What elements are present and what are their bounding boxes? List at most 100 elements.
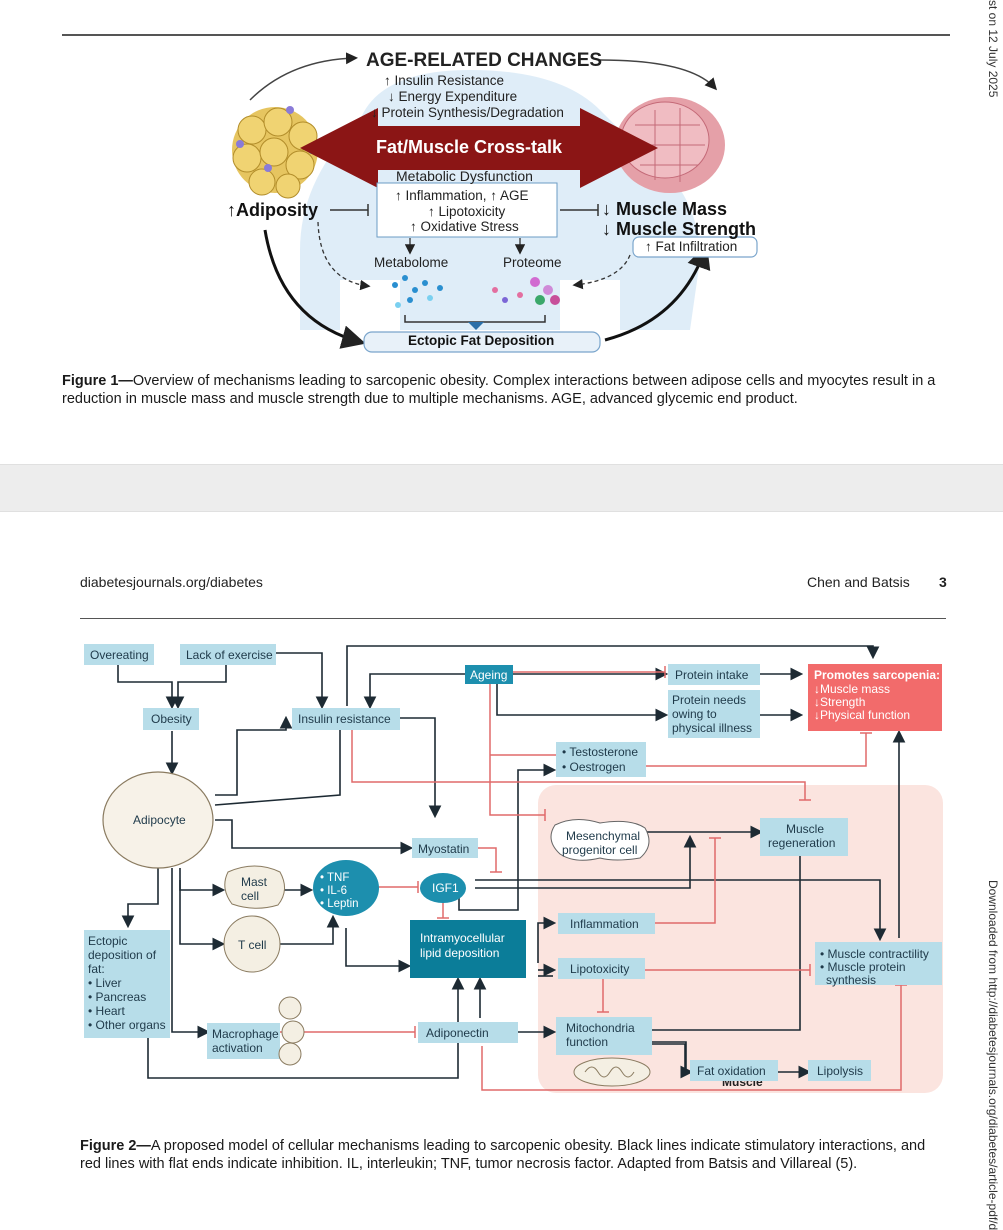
fat-infiltration-label: ↑ Fat Infiltration — [645, 239, 738, 254]
crosstalk-arrow — [300, 108, 658, 188]
imcl-box — [410, 920, 526, 978]
dysfunction-title: Metabolic Dysfunction — [396, 168, 533, 184]
dashed-left — [317, 221, 371, 291]
ectopic-box — [363, 331, 601, 353]
ectopic-line-2: deposition of — [88, 948, 157, 962]
fat-oxidation-label: Fat oxidation — [697, 1064, 766, 1078]
ageing-label: Ageing — [470, 668, 507, 682]
protein-needs-box — [668, 690, 760, 738]
promotes-item-3: ↓Physical function — [814, 708, 910, 722]
igf1-oval — [420, 873, 466, 903]
hormone-1: • Testosterone — [562, 745, 638, 759]
figure-1-caption: Figure 1—Overview of mechanisms leading … — [62, 372, 942, 408]
insulin-resistance-box — [292, 708, 400, 730]
mito-line-1: Mitochondria — [566, 1021, 635, 1035]
contractility-line-2: • Muscle protein — [820, 960, 906, 974]
header-rule — [80, 618, 946, 619]
arc-right-top — [599, 59, 718, 91]
fig1-change-2: ↓ Energy Expenditure — [388, 89, 518, 104]
figure-2-diagram: Muscle — [84, 644, 943, 1093]
ectopic-line-6: • Heart — [88, 1004, 126, 1018]
macrophage-line-1: Macrophage — [212, 1027, 279, 1041]
ectopic-line-5: • Pancreas — [88, 990, 146, 1004]
dysfunction-box — [376, 182, 558, 238]
ectopic-box — [84, 930, 170, 1038]
lipolysis-box — [808, 1060, 871, 1081]
insulin-resistance-label: Insulin resistance — [298, 712, 391, 726]
metabolome-label: Metabolome — [374, 255, 449, 270]
proteome-image — [492, 277, 560, 305]
inflammation-box — [558, 913, 655, 934]
contractility-box — [815, 942, 942, 985]
adipocyte-label: Adipocyte — [133, 813, 186, 827]
overeating-label: Overeating — [90, 648, 149, 662]
page-separator — [0, 464, 1003, 512]
figure-1: AGE-RELATED CHANGES ↑ Insulin Resistance… — [0, 0, 1003, 470]
protein-needs-line-1: Protein needs — [672, 693, 746, 707]
macrophage-line-2: activation — [212, 1041, 263, 1055]
hormones-box — [556, 742, 646, 777]
ectopic-line-3: fat: — [88, 962, 105, 976]
lipotoxicity-box — [558, 958, 645, 979]
tcell-label: T cell — [238, 938, 266, 952]
dysfunction-item-1: ↑ Inflammation, ↑ AGE — [395, 188, 529, 203]
mast-cell-line-1: Mast — [241, 875, 268, 889]
figure-2-caption-text: A proposed model of cellular mechanisms … — [80, 1138, 926, 1172]
inflammation-label: Inflammation — [570, 917, 639, 931]
cytokine-1: • TNF — [320, 872, 349, 884]
fig1-change-1: ↑ Insulin Resistance — [384, 73, 505, 88]
page-number: 3 — [939, 574, 947, 590]
crosstalk-label: Fat/Muscle Cross-talk — [376, 137, 563, 157]
obesity-label: Obesity — [151, 712, 192, 726]
obesity-box — [143, 708, 199, 730]
figure-1-caption-label: Figure 1— — [62, 373, 133, 389]
mast-cell-line-2: cell — [241, 889, 259, 903]
myostatin-label: Myostatin — [418, 842, 469, 856]
protein-needs-line-2: owing to — [672, 707, 717, 721]
protein-intake-box — [668, 664, 760, 685]
mesenchymal-cell — [550, 819, 650, 861]
figure-2-caption-label: Figure 2— — [80, 1138, 151, 1154]
lipolysis-label: Lipolysis — [817, 1064, 863, 1078]
promotes-item-1: ↓Muscle mass — [814, 682, 890, 696]
cytokines-oval — [313, 860, 379, 916]
adiposity-label: ↑Adiposity — [227, 200, 319, 220]
adiponectin-label: Adiponectin — [426, 1026, 489, 1040]
hormone-2: • Oestrogen — [562, 760, 626, 774]
adipose-cells-image — [232, 106, 318, 199]
muscle-tissue-image — [615, 97, 725, 193]
figure-1-caption-text: Overview of mechanisms leading to sarcop… — [62, 373, 936, 407]
arc-left-top — [249, 52, 358, 101]
contractility-line-1: • Muscle contractility — [820, 947, 929, 961]
igf1-label: IGF1 — [432, 881, 459, 895]
mitochondrion-icon — [573, 1057, 651, 1087]
imcl-line-1: Intramyocellular — [420, 931, 505, 945]
macrophage-cells — [278, 996, 305, 1066]
fat-infiltration-box — [632, 236, 758, 258]
authors: Chen and Batsis — [807, 574, 910, 590]
adiponectin-box — [418, 1022, 518, 1043]
promotes-item-2: ↓Strength — [814, 695, 865, 709]
contractility-line-3: synthesis — [826, 973, 876, 987]
stimulatory-lines — [117, 645, 906, 1079]
mast-cell — [224, 865, 285, 909]
promotes-box — [808, 664, 942, 731]
macrophage-box — [207, 1023, 280, 1059]
figure-1-diagram — [232, 52, 758, 353]
dysfunction-item-3: ↑ Oxidative Stress — [410, 219, 519, 234]
dashed-right — [572, 254, 631, 290]
lack-exercise-box — [180, 644, 276, 665]
muscle-regen-line-2: regeneration — [768, 836, 835, 850]
mito-box — [556, 1017, 652, 1055]
ageing-box — [465, 665, 513, 684]
arc-bottom-right — [604, 244, 711, 342]
promotes-title: Promotes sarcopenia: — [814, 668, 940, 682]
ectopic-line-1: Ectopic — [88, 934, 127, 948]
protein-needs-line-3: physical illness — [672, 721, 752, 735]
muscle-mass-label: ↓ Muscle Mass — [602, 199, 728, 219]
lipotoxicity-label: Lipotoxicity — [570, 962, 629, 976]
mesenchymal-line-1: Mesenchymal — [566, 829, 640, 843]
journal-url: diabetesjournals.org/diabetes — [80, 574, 263, 590]
ectopic-label: Ectopic Fat Deposition — [408, 333, 555, 348]
mesenchymal-line-2: progenitor cell — [562, 843, 637, 857]
